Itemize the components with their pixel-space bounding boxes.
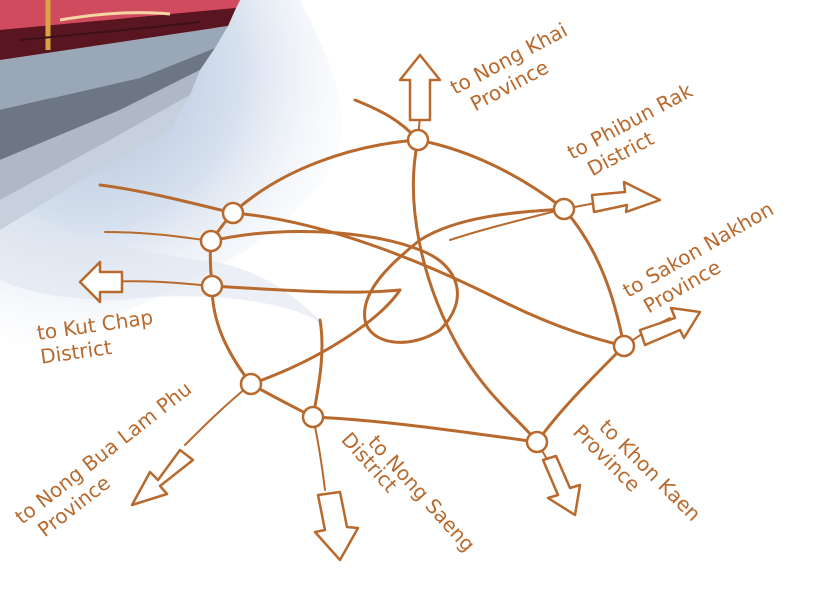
junction-node: [406, 128, 430, 152]
junction-node: [199, 229, 223, 253]
junction-node: [200, 274, 224, 298]
arrow-kut-chap: [78, 260, 124, 304]
junction-node: [612, 334, 636, 358]
junction-node: [221, 201, 245, 225]
label-khon-kaen: to Khon Kaen Province: [568, 415, 706, 526]
label-nong-saeng: to Nong Saeng District: [337, 427, 481, 556]
junction-nodes: [199, 128, 636, 454]
junction-node: [301, 405, 325, 429]
junction-node: [552, 197, 576, 221]
label-line: to Nong Saeng: [363, 430, 480, 556]
arrow-sakon-nakhon: [638, 306, 702, 347]
arrow-nong-bua: [130, 448, 195, 507]
label-nong-khai: to Nong Khai Province: [446, 18, 571, 116]
arrow-khon-kaen: [541, 454, 582, 517]
label-phibun-rak: to Phibun Rak District: [563, 78, 697, 181]
arrow-nong-khai: [398, 53, 442, 122]
station-platform-illustration: [0, 0, 240, 230]
junction-node: [239, 372, 263, 396]
junction-node: [525, 430, 549, 454]
label-sakon-nakhon: to Sakon Nakhon Province: [619, 197, 778, 319]
arrow-phibun-rak: [590, 180, 662, 214]
label-line: to Nong Bua Lam Phu: [10, 376, 196, 529]
route-arrows: [78, 53, 702, 562]
arrow-nong-saeng: [313, 490, 360, 562]
